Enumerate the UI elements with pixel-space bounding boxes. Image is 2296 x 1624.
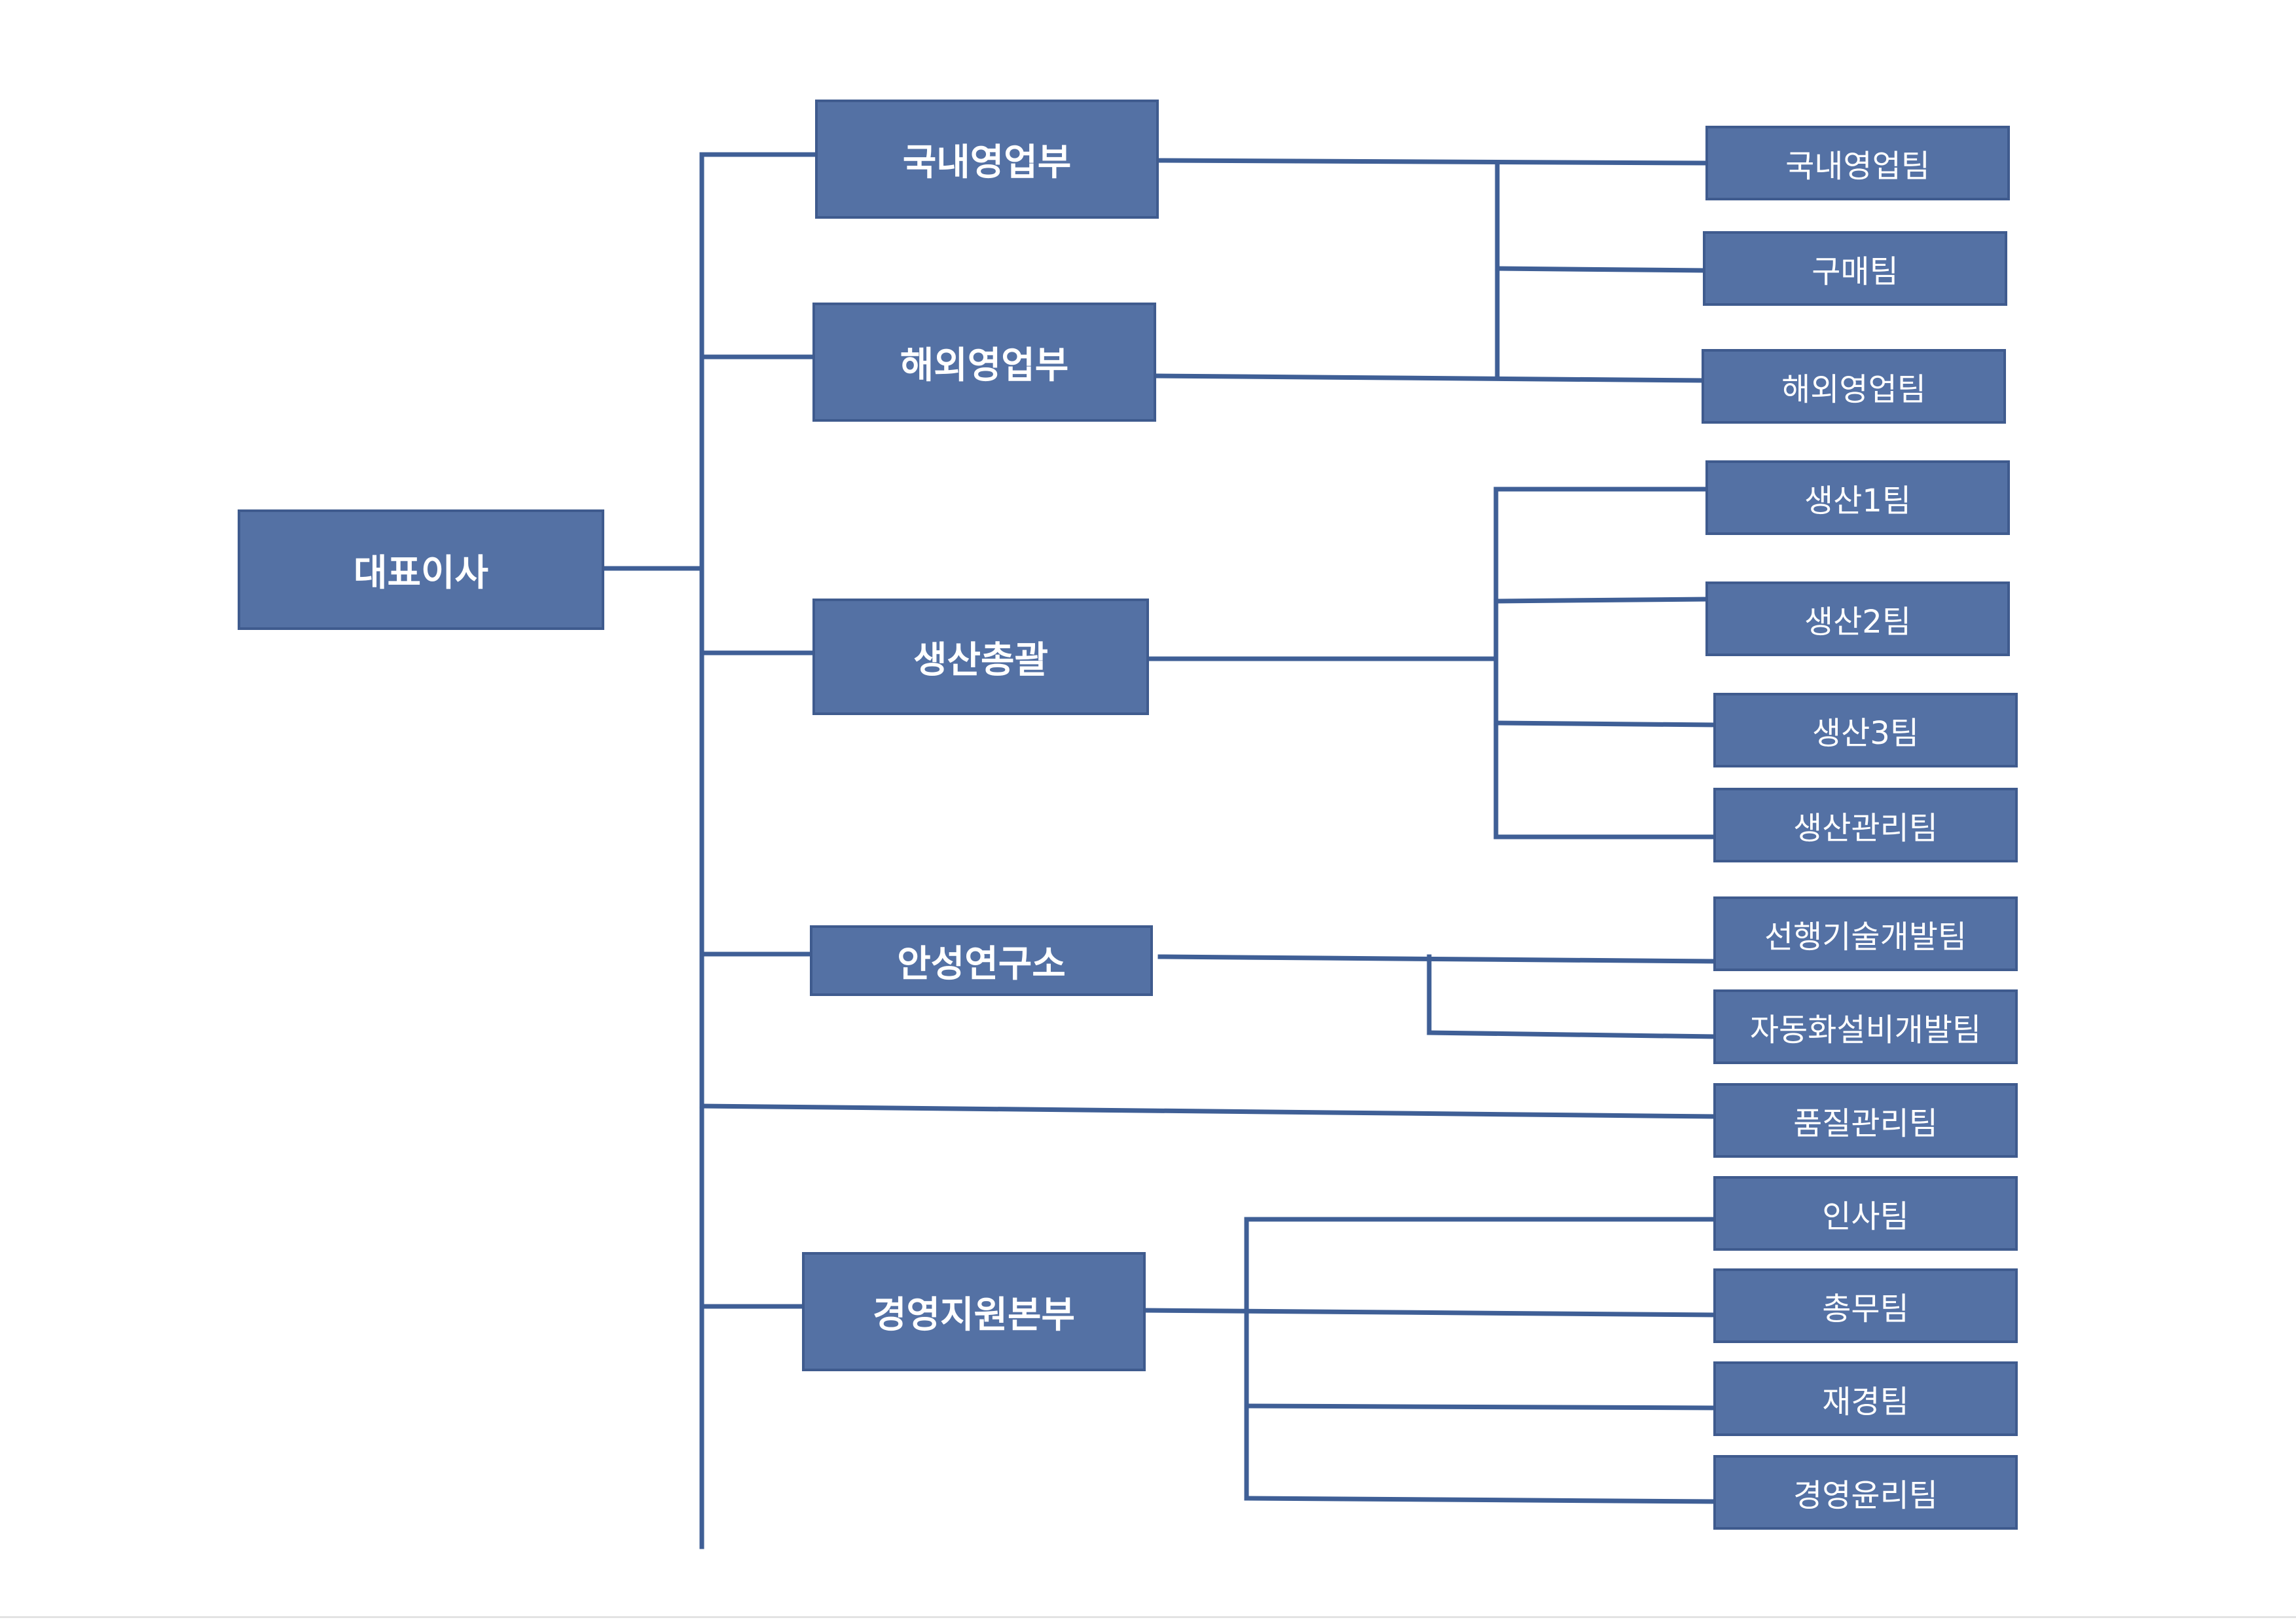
connector-line bbox=[1244, 1403, 1716, 1411]
team-production-1: 생산1팀 bbox=[1705, 460, 2010, 535]
connector-line bbox=[1493, 597, 1708, 604]
team-management-ethics: 경영윤리팀 bbox=[1713, 1455, 2018, 1530]
team-production-2: 생산2팀 bbox=[1705, 581, 2010, 656]
team-advanced-technology: 선행기술개발팀 bbox=[1713, 896, 2018, 971]
connector-line bbox=[1244, 1496, 1716, 1504]
connector-line bbox=[1143, 1308, 1716, 1318]
connector-line bbox=[1154, 373, 1704, 383]
division-domestic-sales: 국내영업부 bbox=[815, 100, 1159, 219]
division-production: 생산총괄 bbox=[812, 599, 1149, 715]
team-quality-control: 품질관리팀 bbox=[1713, 1083, 2018, 1158]
connector-line bbox=[699, 1103, 1716, 1119]
connector-line bbox=[1156, 158, 1708, 166]
team-hr: 인사팀 bbox=[1713, 1176, 2018, 1251]
connector-line bbox=[1495, 266, 1705, 273]
connector-line bbox=[1493, 720, 1716, 728]
ceo-box: 대표이사 bbox=[238, 509, 604, 630]
team-finance: 재경팀 bbox=[1713, 1361, 2018, 1436]
division-overseas-sales: 해외영업부 bbox=[812, 303, 1156, 422]
division-anseong-lab: 안성연구소 bbox=[810, 925, 1153, 996]
page-bottom-rule bbox=[0, 1616, 2296, 1618]
connector-line bbox=[1427, 1030, 1716, 1039]
team-overseas-sales: 해외영업팀 bbox=[1702, 349, 2006, 424]
team-purchasing: 구매팀 bbox=[1703, 231, 2007, 306]
division-management-support: 경영지원본부 bbox=[802, 1252, 1146, 1371]
team-domestic-sales: 국내영업팀 bbox=[1705, 126, 2010, 200]
team-general-affairs: 총무팀 bbox=[1713, 1268, 2018, 1343]
connector-line bbox=[1157, 954, 1716, 964]
team-production-management: 생산관리팀 bbox=[1713, 788, 2018, 862]
team-automation-equipment: 자동화설비개발팀 bbox=[1713, 989, 2018, 1064]
team-production-3: 생산3팀 bbox=[1713, 693, 2018, 767]
